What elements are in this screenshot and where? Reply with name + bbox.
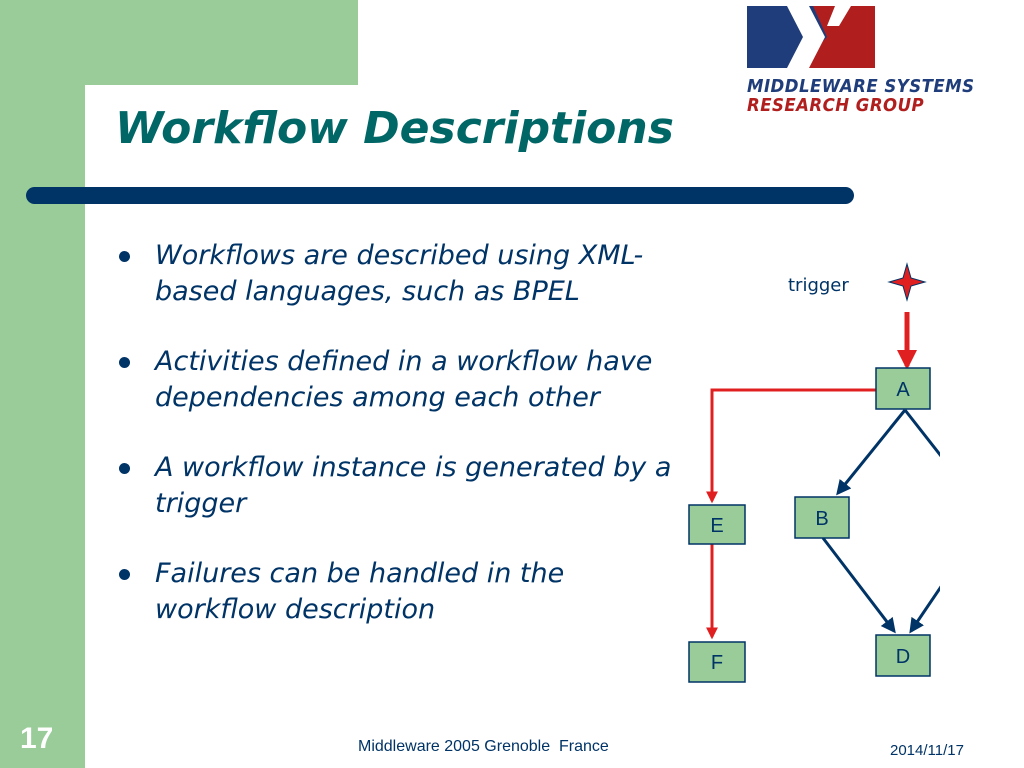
node-f-label: F	[711, 652, 723, 674]
node-d-label: D	[896, 646, 910, 668]
node-a: A	[875, 367, 931, 410]
bullet-item: Failures can be handled in the workflow …	[118, 556, 688, 628]
node-b-label: B	[815, 508, 828, 530]
logo-text-line1: MIDDLEWARE SYSTEMS	[747, 76, 975, 97]
node-e: E	[688, 504, 746, 545]
bullet-text: Failures can be handled in the workflow …	[155, 558, 565, 625]
slide-number: 17	[20, 722, 54, 755]
left-accent-band	[0, 0, 85, 768]
trigger-star-icon	[887, 262, 927, 302]
edge-a-c	[903, 409, 940, 458]
trigger-label: trigger	[788, 275, 849, 296]
bullet-dot-icon	[119, 569, 130, 580]
footer-date: 2014/11/17	[890, 742, 964, 759]
bullet-item: Activities defined in a workflow have de…	[118, 344, 688, 416]
bullet-dot-icon	[119, 463, 130, 474]
node-d: D	[875, 634, 931, 677]
bullet-item: A workflow instance is generated by a tr…	[118, 450, 688, 522]
edge-b-d	[821, 537, 896, 634]
logo-mark	[747, 6, 875, 68]
logo-text-line2: RESEARCH GROUP	[747, 95, 925, 116]
bullet-text: A workflow instance is generated by a tr…	[155, 452, 672, 519]
node-e-label: E	[710, 515, 723, 537]
edge-c-d	[909, 585, 940, 634]
failure-edge-a-e	[706, 388, 876, 504]
node-a-label: A	[896, 379, 910, 401]
footer-text: Middleware 2005 Grenoble France	[358, 738, 609, 755]
page-title: Workflow Descriptions	[115, 103, 674, 154]
bullet-dot-icon	[119, 251, 130, 262]
top-accent-band	[0, 0, 358, 85]
bullet-text: Activities defined in a workflow have de…	[155, 346, 653, 413]
bullet-list: Workflows are described using XML-based …	[118, 238, 688, 662]
bullet-item: Workflows are described using XML-based …	[118, 238, 688, 310]
workflow-diagram: trigger A B C D E F	[688, 262, 940, 683]
edge-a-b	[836, 409, 907, 496]
msrg-logo: MIDDLEWARE SYSTEMS RESEARCH GROUP	[745, 6, 1013, 116]
title-divider	[26, 187, 854, 204]
bullet-text: Workflows are described using XML-based …	[155, 240, 644, 307]
node-b: B	[794, 496, 850, 539]
bullet-dot-icon	[119, 357, 130, 368]
node-f: F	[688, 641, 746, 683]
